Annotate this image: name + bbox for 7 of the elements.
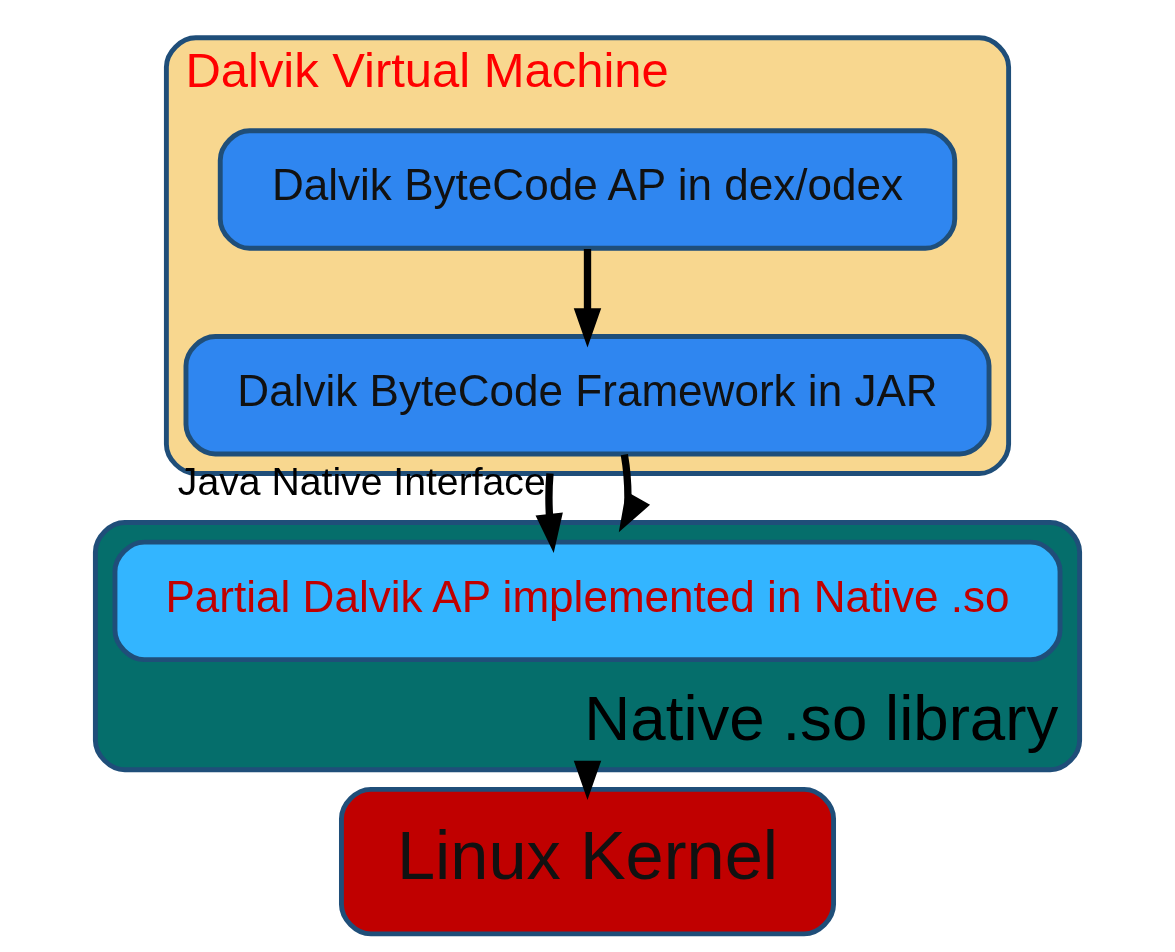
node-box: Dalvik ByteCode AP in dex/odex bbox=[217, 128, 958, 251]
arrow bbox=[573, 249, 602, 348]
node-box: Partial Dalvik AP implemented in Native .so bbox=[112, 539, 1063, 663]
arrow bbox=[573, 760, 602, 800]
node-box: Dalvik ByteCode Framework in JAR bbox=[183, 334, 992, 457]
node-box: Linux Kernel bbox=[339, 786, 836, 937]
arrow bbox=[535, 473, 563, 554]
